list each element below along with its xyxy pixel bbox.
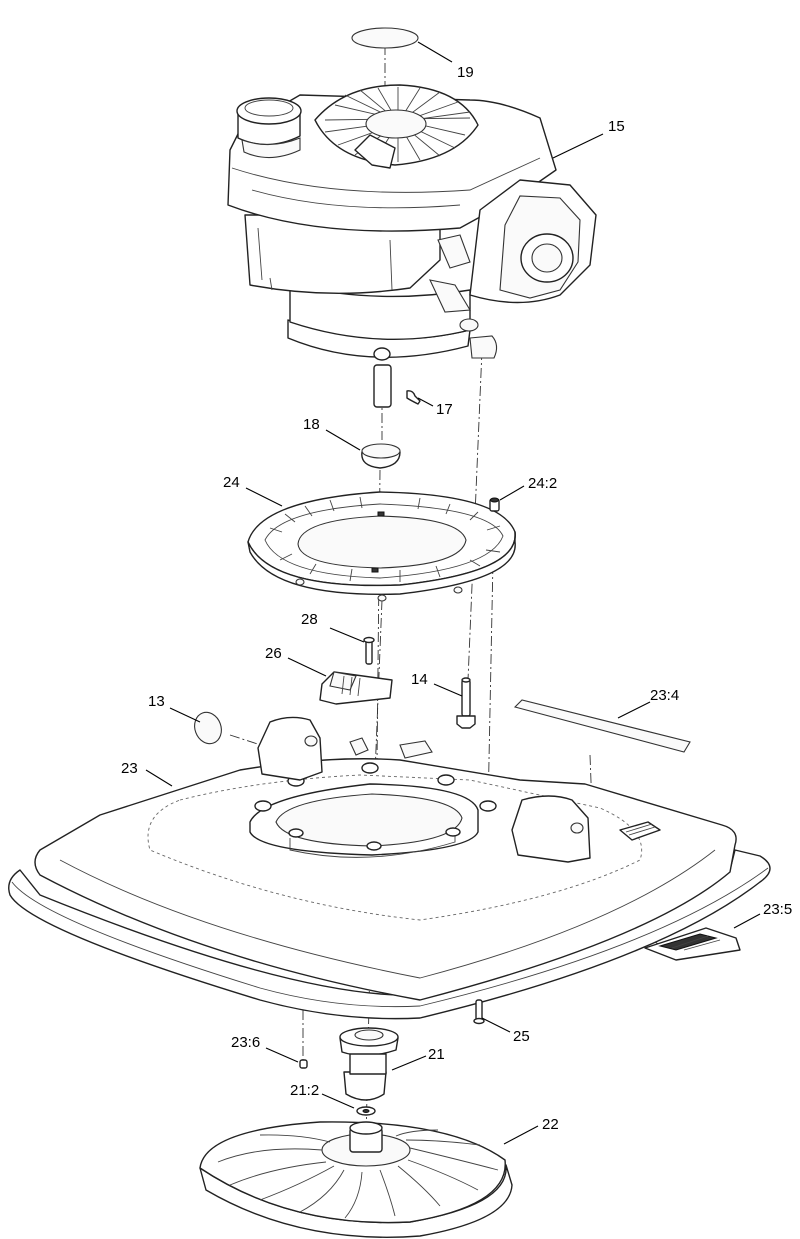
- callout-25: 25: [513, 1028, 530, 1045]
- part-17-key: [406, 390, 421, 405]
- part-25-screw: [473, 999, 485, 1025]
- part-22-impeller: [199, 1121, 513, 1238]
- callout-24: 24: [223, 474, 240, 491]
- callout-22: 22: [542, 1116, 559, 1133]
- part-23-5-vent-insert: [644, 927, 741, 961]
- callout-13: 13: [148, 693, 165, 710]
- part-21-blade-adapter: [339, 1027, 399, 1101]
- callout-24-2: 24:2: [528, 475, 557, 492]
- callout-23: 23: [121, 760, 138, 777]
- leader-lines: [145, 41, 761, 1145]
- callout-21-2: 21:2: [290, 1082, 319, 1099]
- callout-26: 26: [265, 645, 282, 662]
- part-23-deck: [8, 716, 771, 1020]
- part-19-cap-disc: [351, 27, 419, 49]
- part-14-bolt: [456, 677, 476, 729]
- callout-28: 28: [301, 611, 318, 628]
- part-15-engine: [227, 84, 597, 408]
- part-13-plug: [194, 711, 222, 745]
- callout-23-6: 23:6: [231, 1034, 260, 1051]
- callout-21: 21: [428, 1046, 445, 1063]
- callout-19: 19: [457, 64, 474, 81]
- part-21-2-washer: [356, 1106, 376, 1116]
- part-24-mounting-ring: [247, 491, 516, 602]
- part-28-pin: [363, 636, 375, 665]
- callout-18: 18: [303, 416, 320, 433]
- callout-15: 15: [608, 118, 625, 135]
- callout-23-5: 23:5: [763, 901, 792, 918]
- part-18-spacer: [361, 443, 401, 469]
- part-23-6-pin: [299, 1059, 308, 1069]
- part-26-bracket: [319, 671, 393, 705]
- part-24-2-insert: [489, 497, 500, 512]
- part-23-4-decal: [513, 699, 691, 753]
- callout-23-4: 23:4: [650, 687, 679, 704]
- callout-14: 14: [411, 671, 428, 688]
- callout-17: 17: [436, 401, 453, 418]
- callout-labels: 19 15 17 18 24 24:2 28 26 14 13 23:4 23 …: [121, 64, 792, 1133]
